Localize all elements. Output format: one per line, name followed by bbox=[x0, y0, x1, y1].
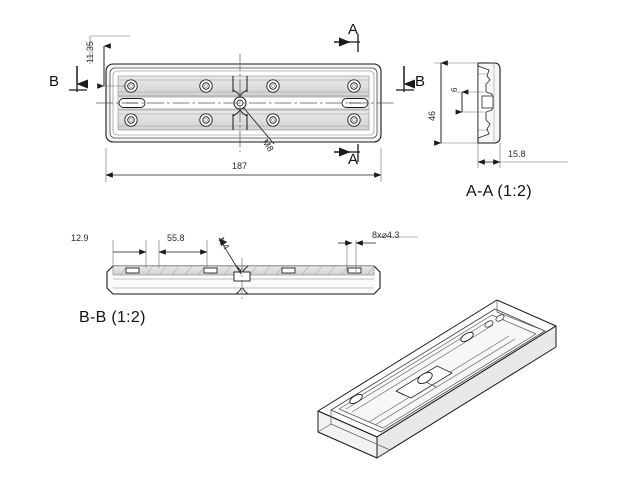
dimension-height-46: 46 bbox=[427, 110, 437, 121]
section-marker-b bbox=[69, 66, 416, 92]
dimension-pitch-558: 55.8 bbox=[167, 233, 185, 243]
mounting-holes bbox=[124, 79, 361, 127]
dimension-overall-length: 187 bbox=[232, 161, 248, 171]
isometric-geometry bbox=[317, 299, 557, 459]
dimension-edge-offset: 11.35 bbox=[85, 41, 95, 63]
top-view-geometry bbox=[69, 34, 416, 182]
section-marker-b-right-label: B bbox=[415, 73, 426, 90]
dimension-thickness-158: 15.8 bbox=[508, 149, 526, 159]
section-bb-title: B-B (1:2) bbox=[79, 309, 146, 326]
section-aa-title: A-A (1:2) bbox=[466, 183, 532, 200]
section-marker-a-bottom-label: A bbox=[348, 151, 359, 168]
section-marker-a bbox=[334, 34, 360, 162]
dimension-holes-8x43: 8x⌀4.3 bbox=[372, 230, 400, 240]
section-marker-b-left-label: B bbox=[49, 73, 60, 90]
dimension-slot-6: 6 bbox=[450, 87, 459, 92]
section-aa-geometry bbox=[434, 60, 568, 168]
section-marker-a-top-label: A bbox=[348, 21, 359, 38]
section-bb-geometry bbox=[106, 236, 418, 302]
dimension-offset-129: 12.9 bbox=[71, 233, 89, 243]
